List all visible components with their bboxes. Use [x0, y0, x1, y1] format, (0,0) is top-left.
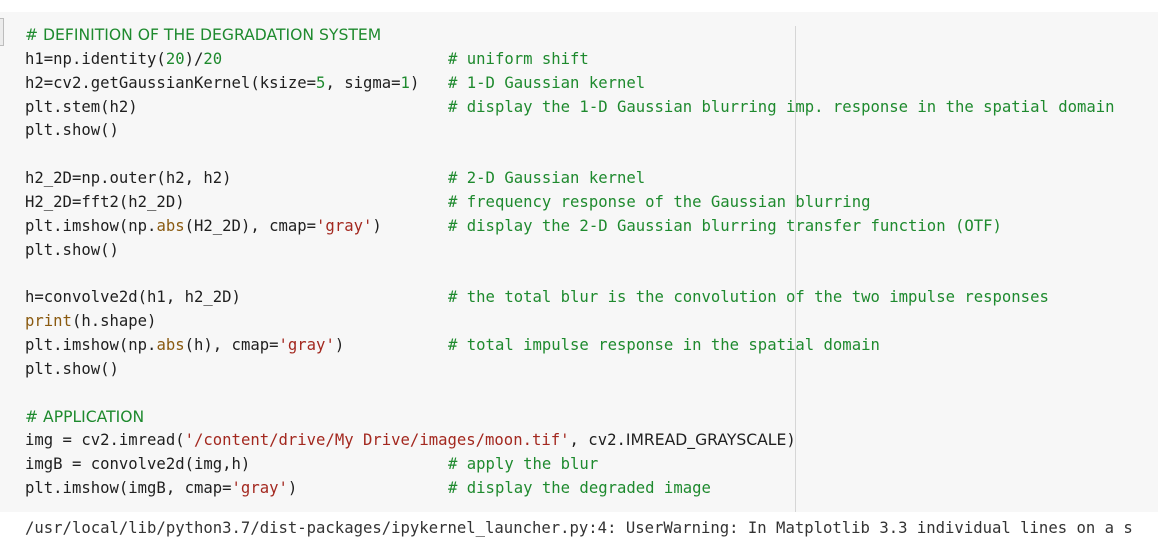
code-token: ) — [287, 479, 298, 498]
builtin-name: print — [25, 312, 72, 331]
code-line[interactable]: print(h.shape) — [25, 310, 1115, 334]
code-comment: # display the 1-D Gaussian blurring imp.… — [448, 97, 1115, 116]
code-line[interactable]: H2_2D=fft2(h2_2D) # frequency response of… — [25, 191, 1115, 215]
code-line[interactable]: plt.show() — [25, 358, 1115, 382]
code-token: h2_2D=np.outer(h2, h2) — [25, 169, 232, 188]
code-token: img = cv2.imread( — [25, 431, 185, 450]
code-token: H2_2D=fft2(h2_2D) — [25, 192, 185, 211]
cell-gutter-marker[interactable] — [0, 18, 4, 46]
code-line[interactable]: plt.show() — [25, 119, 1115, 143]
code-token: imgB = convolve2d(img,h) — [25, 455, 251, 474]
code-token: plt.show() — [25, 121, 119, 140]
builtin-name: abs — [156, 216, 185, 235]
code-comment: # display the degraded image — [448, 479, 711, 498]
string-literal: '/content/drive/My Drive/images/moon.tif… — [184, 431, 570, 450]
builtin-name: abs — [156, 335, 185, 354]
number-literal: 5 — [316, 73, 326, 92]
number-literal: 1 — [400, 73, 410, 92]
code-line[interactable] — [25, 262, 1115, 286]
code-line[interactable]: h2_2D=np.outer(h2, h2) # 2-D Gaussian ker… — [25, 167, 1115, 191]
string-literal: 'gray' — [231, 479, 288, 498]
code-line[interactable]: img = cv2.imread('/content/drive/My Driv… — [25, 429, 1115, 453]
line-length-ruler — [795, 26, 796, 512]
code-token: ) — [409, 73, 420, 92]
code-line[interactable] — [25, 143, 1115, 167]
code-comment: # uniform shift — [448, 49, 589, 68]
cell-output-warning: /usr/local/lib/python3.7/dist-packages/i… — [25, 519, 1133, 537]
code-token: (H2_2D), cmap= — [184, 216, 317, 235]
code-token: plt.imshow(np. — [25, 216, 157, 235]
code-token: plt.stem(h2) — [25, 97, 138, 116]
code-comment: # 1-D Gaussian kernel — [448, 73, 646, 92]
code-token: (h.shape) — [71, 312, 157, 331]
code-comment: # apply the blur — [448, 455, 599, 474]
code-token: ) — [334, 335, 345, 354]
code-token: , cv2. — [569, 431, 626, 450]
code-comment: # DEFINITION OF THE DEGRADATION SYSTEM — [25, 26, 382, 44]
code-line[interactable]: h1=np.identity(20)/20# uniform shift — [25, 48, 1115, 72]
code-token: plt.imshow(np. — [25, 335, 157, 354]
code-comment: # display the 2-D Gaussian blurring tran… — [448, 216, 1002, 235]
code-token: ) — [372, 216, 382, 235]
string-literal: 'gray' — [316, 216, 373, 235]
code-line[interactable] — [25, 382, 1115, 406]
code-line[interactable]: # APPLICATION — [25, 406, 1115, 430]
number-literal: 20 — [203, 49, 223, 68]
code-line[interactable]: plt.stem(h2) # display the 1-D Gaussian b… — [25, 96, 1115, 120]
code-token: plt.show() — [25, 240, 119, 259]
code-comment: # the total blur is the convolution of t… — [448, 288, 1049, 307]
code-cell[interactable] — [0, 12, 1158, 512]
code-line[interactable]: h2=cv2.getGaussianKernel(ksize=5, sigma=… — [25, 72, 1115, 96]
code-token: ) — [786, 431, 796, 450]
code-line[interactable]: plt.imshow(np.abs(H2_2D), cmap='gray') # … — [25, 215, 1115, 239]
code-token: h1=np.identity( — [25, 49, 166, 68]
code-comment: # APPLICATION — [25, 407, 145, 426]
number-literal: 20 — [165, 49, 185, 68]
code-token: plt.imshow(imgB, cmap= — [25, 479, 232, 498]
code-token: (h), cmap= — [184, 335, 279, 354]
string-literal: 'gray' — [278, 335, 335, 354]
code-line[interactable]: imgB = convolve2d(img,h) # apply the blur — [25, 453, 1115, 477]
code-comment: # total impulse response in the spatial … — [448, 335, 880, 354]
code-token: , sigma= — [325, 73, 401, 92]
code-token: plt.show() — [25, 359, 119, 378]
code-comment: # frequency response of the Gaussian blu… — [448, 192, 871, 211]
code-line[interactable]: plt.imshow(imgB, cmap='gray') # display t… — [25, 477, 1115, 501]
code-token: IMREAD_GRAYSCALE — [625, 431, 787, 450]
code-token: )/ — [184, 49, 204, 68]
code-line[interactable]: # DEFINITION OF THE DEGRADATION SYSTEM — [25, 24, 1115, 48]
code-line[interactable]: plt.show() — [25, 239, 1115, 263]
code-comment: # 2-D Gaussian kernel — [448, 169, 646, 188]
code-token: h=convolve2d(h1, h2_2D) — [25, 288, 241, 307]
code-editor[interactable]: # DEFINITION OF THE DEGRADATION SYSTEM h1… — [25, 24, 1115, 501]
code-token: h2=cv2.getGaussianKernel(ksize= — [25, 73, 317, 92]
code-line[interactable]: plt.imshow(np.abs(h), cmap='gray') # tota… — [25, 334, 1115, 358]
code-line[interactable]: h=convolve2d(h1, h2_2D) # the total blur … — [25, 286, 1115, 310]
